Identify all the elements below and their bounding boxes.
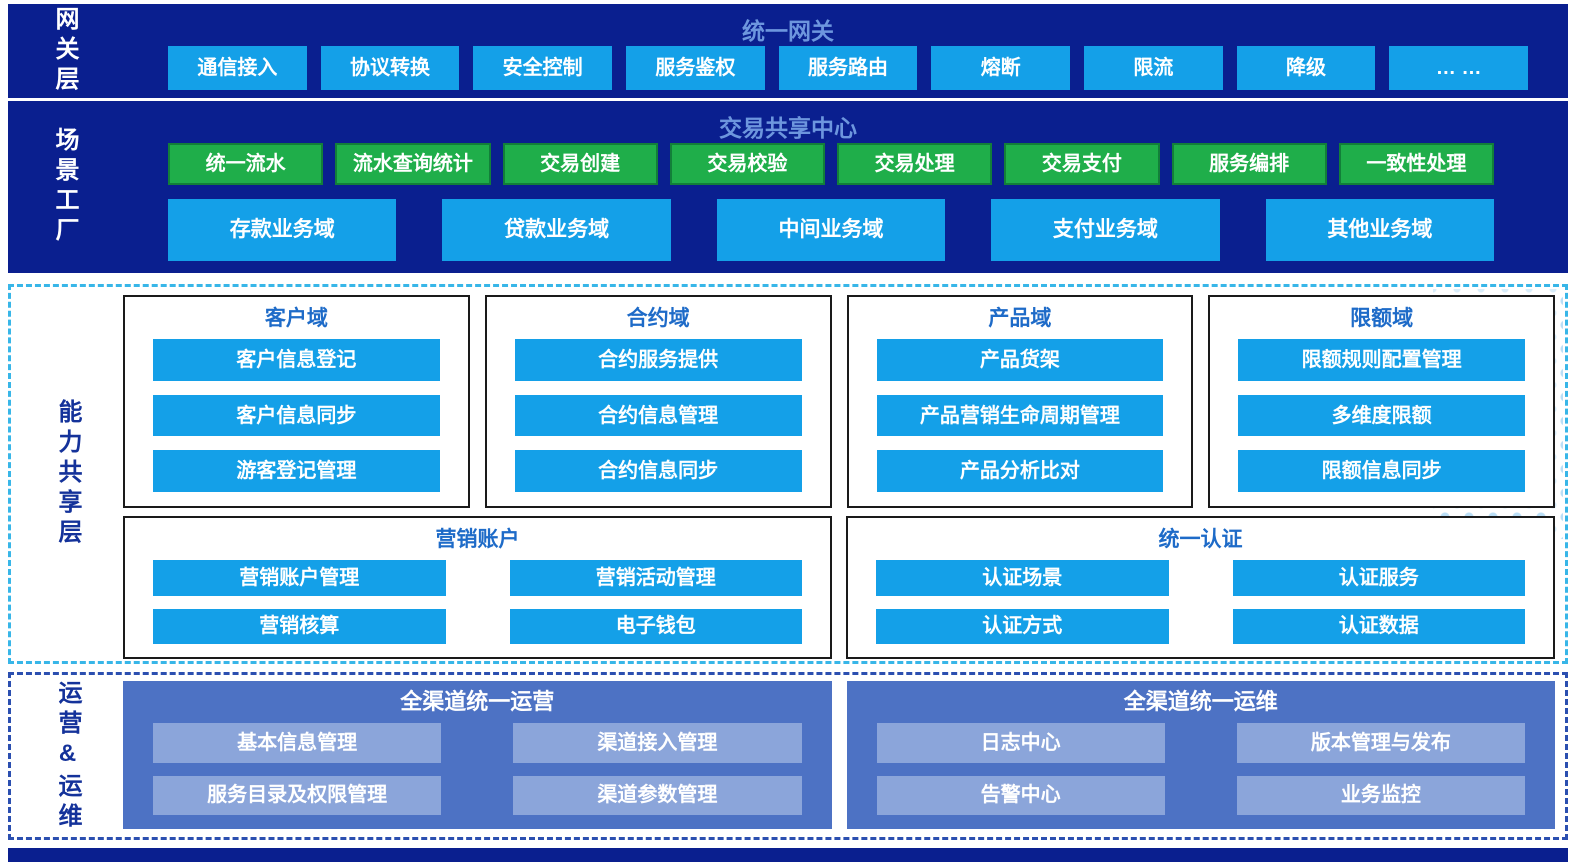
transaction-service: 交易支付	[1004, 143, 1160, 185]
capability-item: 合约信息同步	[514, 450, 802, 493]
scenario-factory-label: 场景工厂	[51, 127, 78, 247]
business-domain: 支付业务域	[991, 199, 1220, 261]
capability-item: 认证服务	[1232, 560, 1525, 596]
capability-group-marketing-account: 营销账户 营销账户管理 营销活动管理 营销核算 电子钱包	[123, 516, 832, 659]
transaction-center-title: 交易共享中心	[719, 115, 857, 141]
capability-item: 客户信息登记	[153, 339, 440, 381]
group-items: 营销账户管理 营销活动管理 营销核算 电子钱包	[125, 558, 830, 657]
transaction-service: 交易处理	[837, 143, 993, 185]
gateway-items-row: 通信接入 协议转换 安全控制 服务鉴权 服务路由 熔断 限流 降级 … …	[168, 46, 1529, 90]
gateway-item: 服务鉴权	[626, 46, 765, 90]
group-items: 产品货架 产品营销生命周期管理 产品分析比对	[849, 337, 1192, 506]
transaction-service: 交易创建	[502, 143, 658, 185]
capability-item: 游客登记管理	[153, 450, 440, 493]
gateway-item-ellipsis: … …	[1389, 46, 1529, 90]
capability-group-product: 产品域 产品货架 产品营销生命周期管理 产品分析比对	[846, 295, 1194, 508]
group-items: 合约服务提供 合约信息管理 合约信息同步	[487, 337, 830, 506]
unified-operations-panel: 全渠道统一运营 基本信息管理 渠道接入管理 服务目录及权限管理 渠道参数管理	[123, 681, 832, 829]
capability-groups-row-1: 客户域 客户信息登记 客户信息同步 游客登记管理 合约域 合约服务提供 合约信息…	[123, 295, 1555, 508]
gateway-layer-gutter: 网关层	[8, 4, 120, 98]
capability-layer-gutter: 能力共享层	[11, 287, 123, 661]
capability-group-contract: 合约域 合约服务提供 合约信息管理 合约信息同步	[484, 295, 832, 508]
capability-item: 认证方式	[876, 608, 1169, 644]
maintenance-item: 业务监控	[1236, 775, 1525, 815]
transaction-service: 交易校验	[669, 143, 825, 185]
capability-layer-label: 能力共享层	[54, 399, 81, 549]
operations-item: 基本信息管理	[153, 723, 442, 763]
capability-item: 认证数据	[1232, 608, 1525, 644]
operations-panels: 全渠道统一运营 基本信息管理 渠道接入管理 服务目录及权限管理 渠道参数管理 全…	[123, 681, 1555, 829]
group-title: 合约域	[626, 307, 690, 330]
unified-maintenance-panel: 全渠道统一运维 日志中心 版本管理与发布 告警中心 业务监控	[846, 681, 1556, 829]
panel-items: 基本信息管理 渠道接入管理 服务目录及权限管理 渠道参数管理	[123, 723, 832, 829]
capability-item: 限额信息同步	[1238, 450, 1525, 493]
transaction-service: 流水查询统计	[335, 143, 491, 185]
group-items: 认证场景 认证服务 认证方式 认证数据	[848, 558, 1553, 657]
scenario-factory-gutter: 场景工厂	[8, 101, 120, 273]
capability-group-limit: 限额域 限额规则配置管理 多维度限额 限额信息同步	[1208, 295, 1555, 508]
panel-items: 日志中心 版本管理与发布 告警中心 业务监控	[847, 723, 1556, 829]
capability-item: 产品营销生命周期管理	[876, 394, 1164, 437]
maintenance-item: 日志中心	[876, 723, 1165, 763]
maintenance-item: 告警中心	[876, 775, 1165, 815]
capability-item: 限额规则配置管理	[1238, 339, 1525, 381]
capability-item: 合约服务提供	[514, 339, 802, 381]
capability-item: 营销活动管理	[509, 560, 802, 596]
capability-groups-row-2: 营销账户 营销账户管理 营销活动管理 营销核算 电子钱包 统一认证 认证场景 认…	[123, 516, 1555, 659]
scenario-factory-band: 场景工厂 交易共享中心 统一流水 流水查询统计 交易创建 交易校验 交易处理 交…	[8, 101, 1568, 273]
group-title: 客户域	[264, 307, 328, 330]
operations-layer-gutter: 运营&运维	[11, 675, 123, 837]
operations-item: 渠道接入管理	[513, 723, 802, 763]
capability-layer-band: 能力共享层 客户域 客户信息登记 客户信息同步 游客登记管理 合约域 合约服务提…	[8, 284, 1568, 664]
gateway-item: 熔断	[931, 46, 1071, 90]
group-title: 产品域	[988, 307, 1052, 330]
gateway-item: 安全控制	[473, 46, 613, 90]
transaction-services-row: 统一流水 流水查询统计 交易创建 交易校验 交易处理 交易支付 服务编排 一致性…	[168, 143, 1494, 185]
capability-item: 合约信息管理	[514, 394, 802, 437]
business-domain: 中间业务域	[716, 199, 946, 261]
group-title: 统一认证	[1158, 528, 1243, 551]
group-title: 限额域	[1350, 307, 1414, 330]
transaction-service: 统一流水	[168, 143, 324, 185]
gateway-item: 服务路由	[778, 46, 918, 90]
capability-item: 营销核算	[153, 608, 446, 644]
business-domain: 贷款业务域	[442, 199, 671, 261]
operations-item: 服务目录及权限管理	[153, 775, 442, 815]
capability-item: 产品货架	[876, 339, 1164, 381]
business-domain: 其他业务域	[1265, 199, 1495, 261]
capability-group-unified-auth: 统一认证 认证场景 认证服务 认证方式 认证数据	[846, 516, 1555, 659]
capability-item: 营销账户管理	[153, 560, 446, 596]
capability-item: 电子钱包	[509, 608, 802, 644]
maintenance-item: 版本管理与发布	[1236, 723, 1525, 763]
capability-item: 多维度限额	[1238, 394, 1525, 437]
group-items: 限额规则配置管理 多维度限额 限额信息同步	[1210, 337, 1553, 506]
capability-item: 产品分析比对	[876, 450, 1164, 493]
transaction-service: 服务编排	[1171, 143, 1327, 185]
capability-item: 认证场景	[876, 560, 1169, 596]
operations-layer-band: 运营&运维 全渠道统一运营 基本信息管理 渠道接入管理 服务目录及权限管理 渠道…	[8, 672, 1568, 840]
capability-item: 客户信息同步	[153, 394, 440, 437]
gateway-item: 通信接入	[168, 46, 307, 90]
gateway-title: 统一网关	[742, 18, 834, 44]
gateway-item: 协议转换	[320, 46, 460, 90]
operations-item: 渠道参数管理	[513, 775, 802, 815]
gateway-item: 降级	[1236, 46, 1376, 90]
bottom-bar	[8, 848, 1568, 862]
panel-title: 全渠道统一运营	[400, 689, 555, 714]
group-title: 营销账户	[435, 528, 520, 551]
gateway-item: 限流	[1084, 46, 1223, 90]
business-domain: 存款业务域	[168, 199, 397, 261]
gateway-layer-band: 网关层 统一网关 通信接入 协议转换 安全控制 服务鉴权 服务路由 熔断 限流 …	[8, 4, 1568, 98]
group-items: 客户信息登记 客户信息同步 游客登记管理	[125, 337, 468, 506]
operations-layer-label: 运营&运维	[54, 679, 81, 833]
capability-group-customer: 客户域 客户信息登记 客户信息同步 游客登记管理	[123, 295, 470, 508]
business-domains-row: 存款业务域 贷款业务域 中间业务域 支付业务域 其他业务域	[168, 199, 1495, 261]
gateway-layer-label: 网关层	[51, 6, 78, 96]
transaction-service: 一致性处理	[1338, 143, 1494, 185]
panel-title: 全渠道统一运维	[1123, 689, 1278, 714]
